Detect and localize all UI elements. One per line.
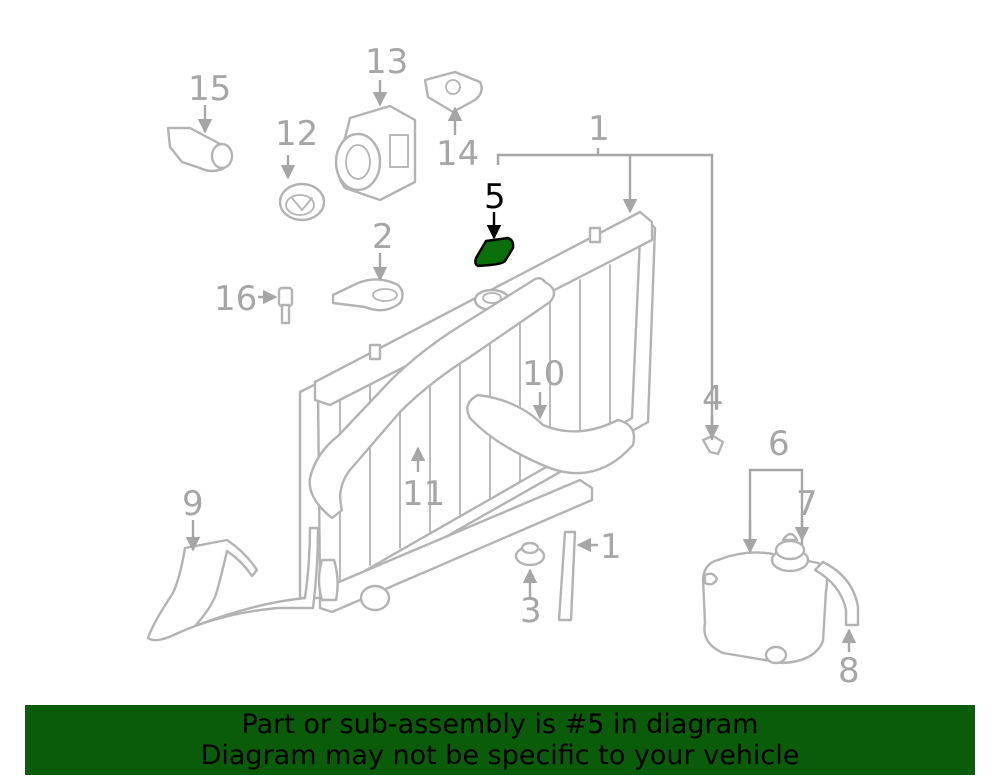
- callout-8: 8: [838, 651, 860, 691]
- banner-line-1: Part or sub-assembly is #5 in diagram: [241, 709, 759, 740]
- callout-12: 12: [275, 114, 318, 154]
- callout-4: 4: [702, 379, 724, 419]
- part-8-hose: [813, 560, 860, 627]
- callout-2: 2: [372, 217, 394, 257]
- lower-hose: [466, 393, 636, 475]
- callout-7: 7: [796, 484, 818, 524]
- callout-3: 3: [520, 591, 542, 631]
- part-1-pipe: [557, 530, 577, 622]
- callout-10: 10: [522, 354, 565, 394]
- callout-16: 16: [214, 279, 257, 319]
- leader-lines: [185, 80, 857, 652]
- part-3-cap: [514, 541, 546, 567]
- part-16-sensor: [277, 286, 294, 325]
- part-12-thermostat: [278, 182, 326, 222]
- part-6-reservoir: [701, 551, 829, 665]
- callout-5[interactable]: 5: [484, 177, 506, 217]
- callout-9: 9: [182, 484, 204, 524]
- info-banner: Part or sub-assembly is #5 in diagram Di…: [25, 705, 975, 775]
- callout-1-pipe: 1: [600, 527, 622, 567]
- part-13-housing: [334, 104, 417, 202]
- callout-6: 6: [768, 424, 790, 464]
- banner-line-2: Diagram may not be specific to your vehi…: [200, 740, 800, 771]
- part-2-bracket: [331, 278, 404, 312]
- callout-14: 14: [436, 134, 479, 174]
- part-14-gasket: [423, 70, 483, 114]
- callout-1-top: 1: [588, 109, 610, 149]
- callout-15: 15: [188, 69, 231, 109]
- part-9-hose: [146, 526, 320, 642]
- parts-diagram: 1 1 2 3 4 5 6 7 8 9 10 11 12 13 14 15 16: [146, 42, 860, 691]
- callout-11: 11: [402, 474, 445, 514]
- part-5-highlighted[interactable]: [474, 236, 515, 268]
- callout-13: 13: [365, 42, 408, 82]
- upper-hose: [308, 277, 556, 520]
